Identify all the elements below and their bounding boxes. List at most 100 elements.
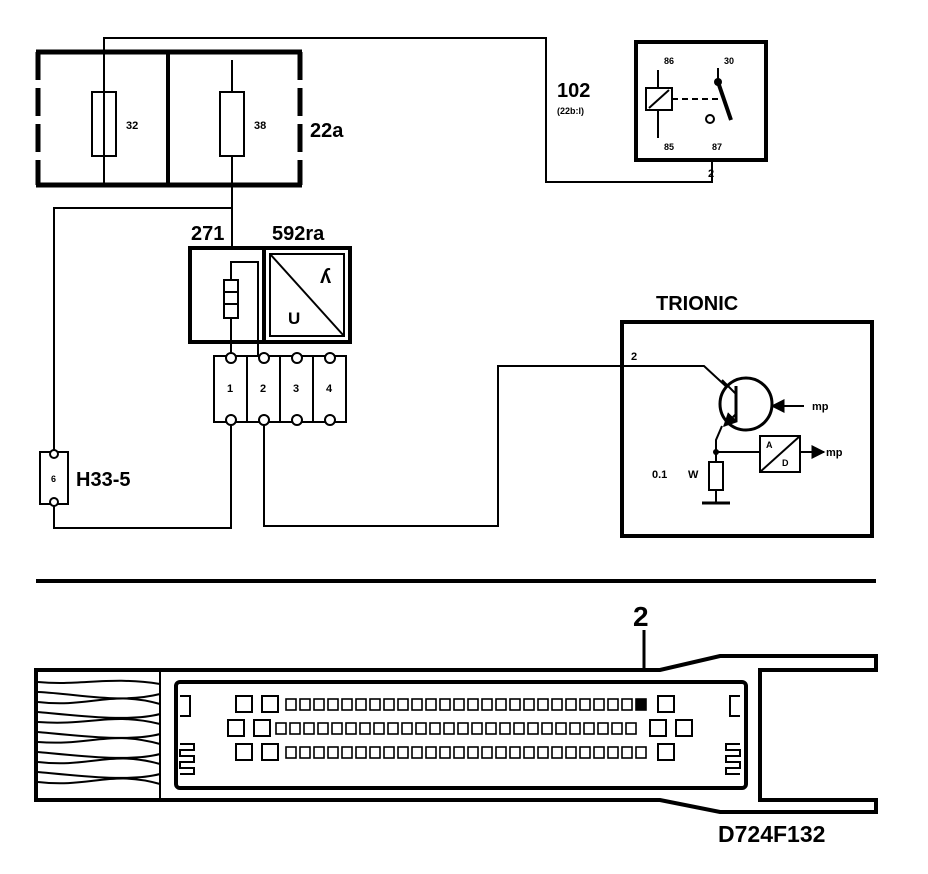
relay-pin-86: 86 bbox=[664, 56, 674, 66]
sensor-u-label: U bbox=[288, 309, 300, 328]
connector-pin bbox=[303, 722, 315, 735]
connector-pin bbox=[457, 722, 469, 735]
pin-rows bbox=[275, 698, 647, 759]
connector-pin bbox=[369, 746, 381, 759]
connector-pin bbox=[425, 698, 437, 711]
connector-pin bbox=[569, 722, 581, 735]
connector-pin bbox=[401, 722, 413, 735]
resistor-unit: W bbox=[688, 469, 699, 481]
trionic-ecu: TRIONIC 2 mp 0.1 W A D mp bbox=[620, 293, 874, 538]
connector-pin-3: 3 bbox=[293, 383, 299, 395]
connector-pin bbox=[485, 722, 497, 735]
connector-pin bbox=[313, 698, 325, 711]
connector-pin bbox=[285, 698, 297, 711]
sensor-label-271: 271 bbox=[191, 223, 224, 245]
relay-wire-pin: 2 bbox=[708, 168, 714, 180]
connector-pin bbox=[593, 698, 605, 711]
connector-pin bbox=[289, 722, 301, 735]
connector-pin bbox=[593, 746, 605, 759]
resistor-value: 0.1 bbox=[652, 469, 667, 481]
connector-pin bbox=[509, 698, 521, 711]
pin-callout: 2 bbox=[633, 601, 649, 632]
connector-pin bbox=[541, 722, 553, 735]
connector-pin bbox=[509, 746, 521, 759]
connector-pin bbox=[275, 722, 287, 735]
junction-h33-5: 6 H33-5 bbox=[39, 449, 130, 507]
connector-pin bbox=[537, 746, 549, 759]
junction-pin: 6 bbox=[51, 474, 56, 484]
fuse-38 bbox=[219, 91, 245, 157]
connector-pin bbox=[443, 722, 455, 735]
connector-pin-2: 2 bbox=[260, 383, 266, 395]
relay-contact-87 bbox=[705, 114, 715, 124]
connector-pin bbox=[495, 698, 507, 711]
shunt-resistor bbox=[708, 461, 724, 491]
connector-pin bbox=[625, 722, 637, 735]
connector-pin bbox=[565, 746, 577, 759]
junction-label: H33-5 bbox=[76, 469, 130, 491]
ecu-connector-detail: 2 bbox=[34, 601, 878, 814]
connector-pin bbox=[383, 746, 395, 759]
connector-pin bbox=[285, 746, 297, 759]
connector-pin bbox=[313, 746, 325, 759]
connector-pin bbox=[373, 722, 385, 735]
connector-pin bbox=[439, 698, 451, 711]
connector-pin bbox=[453, 698, 465, 711]
connector-pin bbox=[355, 698, 367, 711]
connector-pin bbox=[607, 698, 619, 711]
connector-pin bbox=[499, 722, 511, 735]
connector-pin bbox=[359, 722, 371, 735]
connector-pin bbox=[523, 698, 535, 711]
connector-pin bbox=[397, 698, 409, 711]
connector-pin bbox=[411, 698, 423, 711]
connector-pin bbox=[439, 746, 451, 759]
connector-pin bbox=[579, 746, 591, 759]
connector-pin bbox=[471, 722, 483, 735]
wire-bundle bbox=[37, 672, 161, 798]
adc-d-label: D bbox=[782, 458, 789, 468]
sensor-lambda-symbol: ʎ bbox=[320, 266, 332, 288]
connector-pin bbox=[579, 698, 591, 711]
relay: 86 30 85 87 2 bbox=[634, 40, 768, 180]
connector-pin bbox=[397, 746, 409, 759]
relay-pin-30: 30 bbox=[724, 56, 734, 66]
relay-label: 102 bbox=[557, 80, 590, 102]
connector-pin bbox=[327, 746, 339, 759]
connector-pin bbox=[537, 698, 549, 711]
sensor-label-592ra: 592ra bbox=[272, 223, 325, 245]
connector-pin bbox=[621, 698, 633, 711]
connector-pin bbox=[355, 746, 367, 759]
connector-pin bbox=[583, 722, 595, 735]
connector-pin bbox=[411, 746, 423, 759]
connector-pin bbox=[425, 746, 437, 759]
connector-pin bbox=[383, 698, 395, 711]
connector-pin bbox=[621, 746, 633, 759]
ecu-label: TRIONIC bbox=[656, 293, 738, 315]
connector-pin bbox=[327, 698, 339, 711]
connector-pin bbox=[513, 722, 525, 735]
connector-pin bbox=[551, 746, 563, 759]
connector-pin bbox=[467, 698, 479, 711]
connector-pin bbox=[387, 722, 399, 735]
connector-pin bbox=[527, 722, 539, 735]
fuse-box: 32 38 22a bbox=[35, 49, 344, 188]
fuse-38-label: 38 bbox=[254, 120, 266, 132]
relay-pin-87: 87 bbox=[712, 142, 722, 152]
connector-pin bbox=[453, 746, 465, 759]
heater-resistor bbox=[223, 279, 239, 319]
fuse-32-label: 32 bbox=[126, 120, 138, 132]
connector-pin bbox=[341, 698, 353, 711]
fuse-box-label: 22a bbox=[310, 120, 344, 142]
connector-pin bbox=[331, 722, 343, 735]
connector-pin bbox=[607, 746, 619, 759]
connector-pin bbox=[317, 722, 329, 735]
connector-pin bbox=[551, 698, 563, 711]
connector-pin bbox=[341, 746, 353, 759]
figure-code: D724F132 bbox=[718, 821, 825, 847]
connector-pin bbox=[495, 746, 507, 759]
highlighted-pin bbox=[635, 698, 647, 711]
connector-pin bbox=[555, 722, 567, 735]
adc-a-label: A bbox=[766, 440, 773, 450]
connector-pin-1: 1 bbox=[227, 383, 233, 395]
